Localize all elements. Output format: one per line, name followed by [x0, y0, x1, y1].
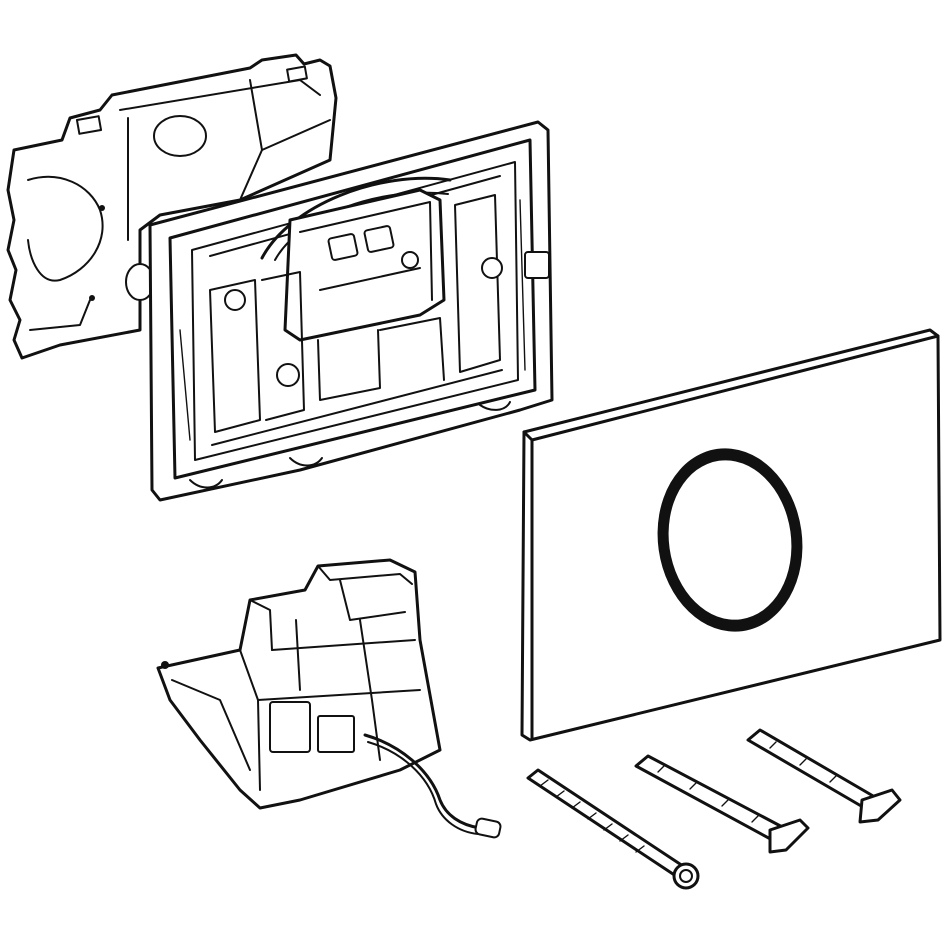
fixing-bolt-3 — [746, 728, 902, 824]
fixing-bolt-2 — [634, 754, 810, 854]
sensor-control-unit — [156, 558, 502, 839]
fixing-bolt-1 — [526, 768, 700, 890]
mounting-frame — [148, 120, 554, 502]
cover-plate — [520, 328, 942, 742]
actuation-ring — [657, 448, 803, 632]
